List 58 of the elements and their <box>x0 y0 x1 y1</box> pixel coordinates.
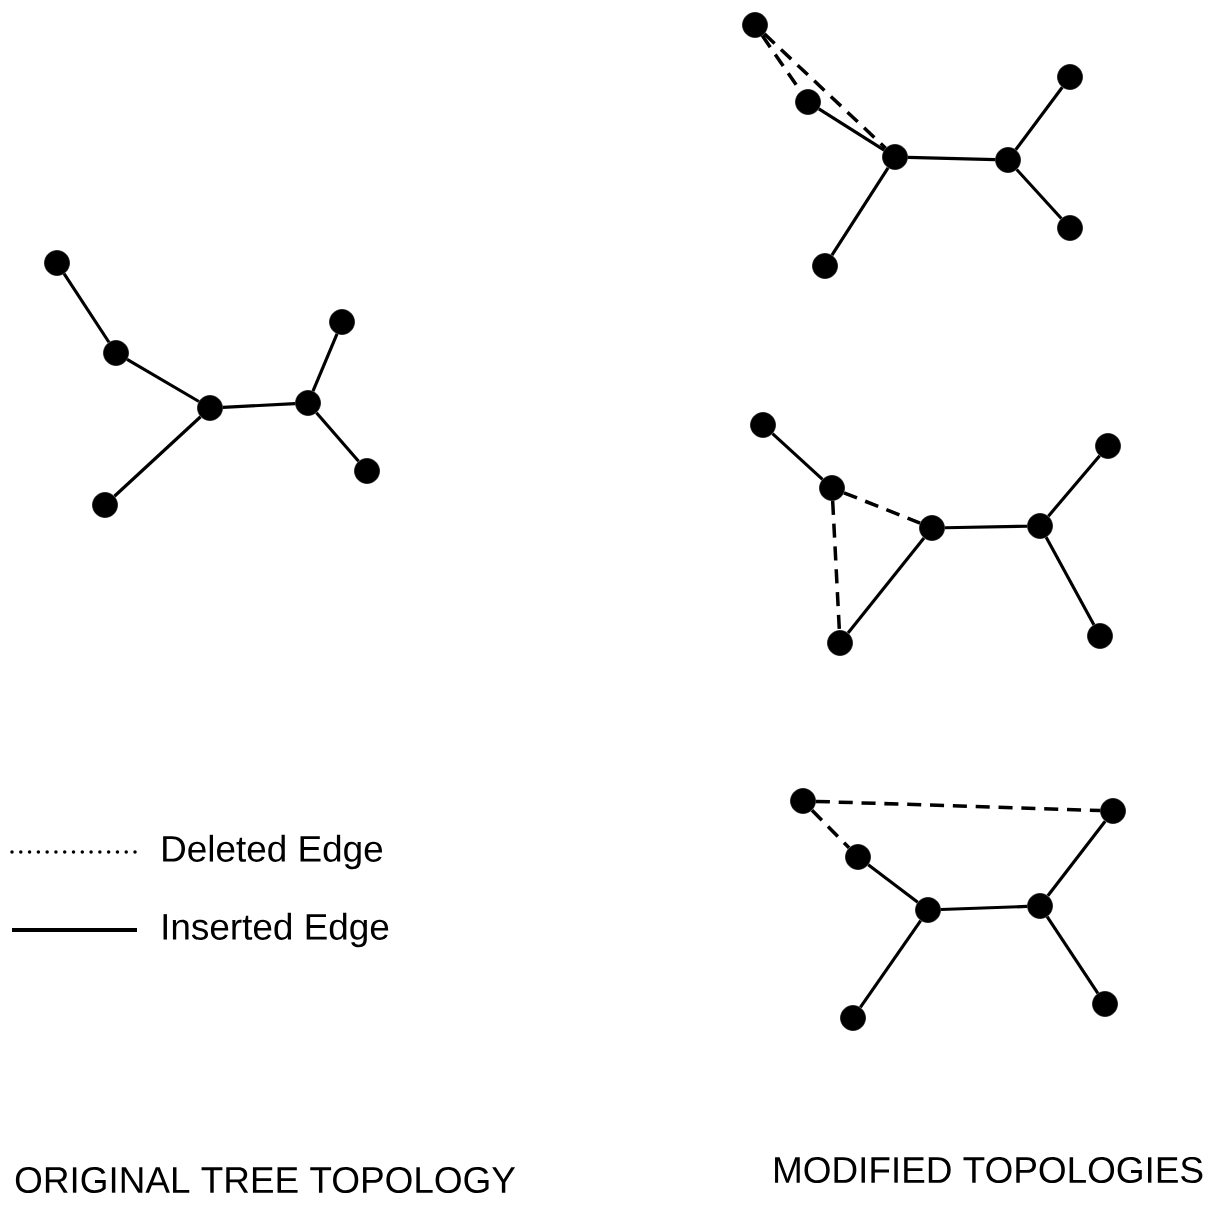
edge-line <box>113 415 202 498</box>
vertex-dot <box>1087 623 1113 649</box>
vertex-dot <box>103 340 129 366</box>
vertex-dot <box>92 492 118 518</box>
edge-line <box>843 491 921 525</box>
vertex-dot <box>1027 513 1053 539</box>
edge-line <box>126 358 200 403</box>
vertex-dot <box>812 253 838 279</box>
edge-line <box>1044 536 1096 626</box>
edge-line <box>222 402 296 409</box>
vertex-dot <box>44 250 70 276</box>
edge-line <box>1046 820 1107 897</box>
vertex-dot <box>1092 991 1118 1017</box>
edge-line <box>907 155 996 162</box>
vertex-dot <box>919 515 945 541</box>
edge-line <box>311 333 339 392</box>
edge-line <box>867 863 919 904</box>
edge-line <box>1045 915 1100 995</box>
vertex-dot <box>750 412 776 438</box>
caption: MODIFIED TOPOLOGIES <box>775 1156 1203 1184</box>
vertex-dot <box>827 630 853 656</box>
edge-line <box>810 808 851 850</box>
legend-label: Deleted Edge <box>163 834 383 870</box>
vertex-dot <box>1057 215 1083 241</box>
edge-line <box>315 411 360 463</box>
edge-line <box>1014 86 1064 151</box>
vertex-dot <box>1095 433 1121 459</box>
edge-line <box>815 799 1101 813</box>
edge-line <box>830 166 890 257</box>
vertex-dot <box>295 390 321 416</box>
vertex-dot <box>790 788 816 814</box>
vertex-dot <box>197 395 223 421</box>
edge-line <box>62 272 111 344</box>
vertex-dot <box>840 1005 866 1031</box>
edge-line <box>859 919 922 1009</box>
vertex-dot <box>1057 64 1083 90</box>
edge-line <box>944 524 1028 530</box>
edge-line <box>1015 168 1063 220</box>
vertex-dot <box>742 12 768 38</box>
edge-line <box>940 904 1028 912</box>
vertex-dot <box>329 309 355 335</box>
vertex-dot <box>995 147 1021 173</box>
edge-line <box>771 432 824 481</box>
edge-line <box>763 32 887 150</box>
vertex-dot <box>354 458 380 484</box>
caption: ORIGINAL TREE TOPOLOGY <box>15 1166 516 1194</box>
edge-line <box>1047 454 1101 518</box>
legend-label: Inserted Edge <box>163 912 389 948</box>
vertex-dot <box>1100 798 1126 824</box>
vertex-dot <box>819 475 845 501</box>
edge-line <box>846 537 926 634</box>
vertex-dot <box>915 897 941 923</box>
vertex-dot <box>845 844 871 870</box>
vertex-dot <box>882 144 908 170</box>
edge-line <box>818 107 885 152</box>
edge-line <box>830 500 842 631</box>
vertex-dot <box>795 89 821 115</box>
vertex-dot <box>1027 893 1053 919</box>
